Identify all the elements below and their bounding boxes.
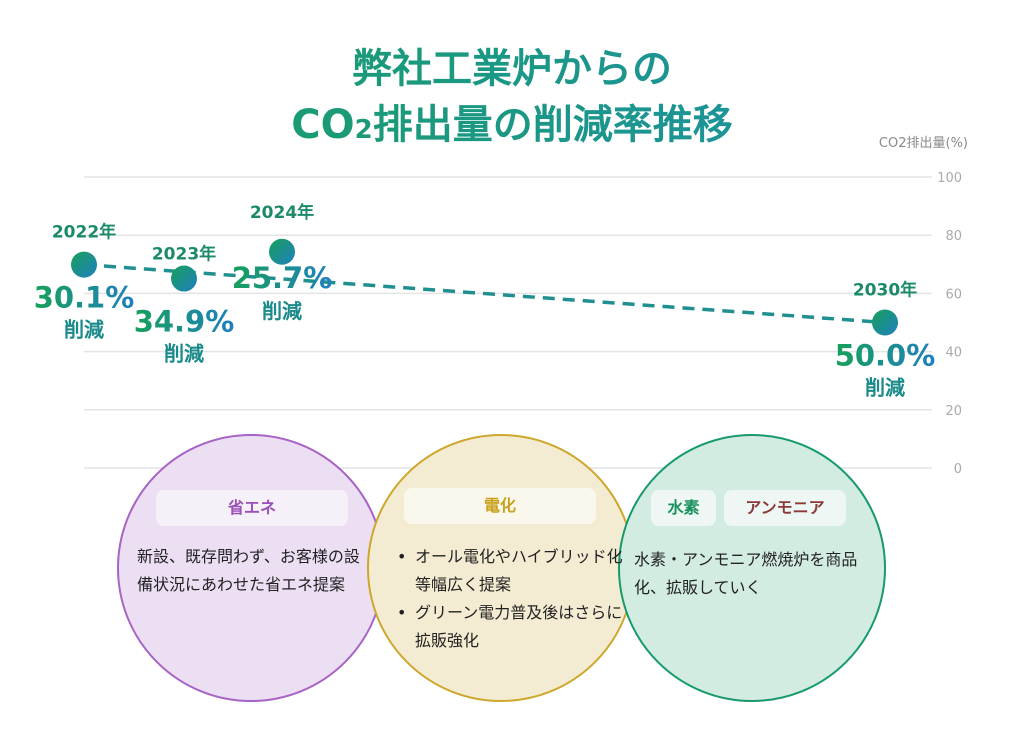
- year-label: 2022年: [52, 222, 116, 243]
- energy-saving-text: 新設、既存問わず、お客様の設備状況にあわせた省エネ提案: [137, 547, 360, 594]
- data-point-marker: [71, 251, 97, 278]
- y-axis-title: CO2排出量(%): [879, 136, 968, 151]
- reduction-percent-label: 34.9%: [134, 305, 235, 339]
- list-item: グリーン電力普及後はさらに拡販強化: [393, 599, 628, 655]
- hydrogen-tag: 水素: [651, 490, 716, 526]
- energy-saving-tag: 省エネ: [156, 490, 348, 526]
- electrification-list: オール電化やハイブリッド化等幅広く提案 グリーン電力普及後はさらに拡販強化: [393, 543, 628, 655]
- y-tick-label: 100: [937, 171, 962, 186]
- data-point-marker: [872, 309, 898, 336]
- ammonia-tag: アンモニア: [724, 490, 846, 526]
- reduction-percent-label: 50.0%: [835, 339, 936, 373]
- reduction-suffix-label: 削減: [865, 376, 905, 400]
- y-tick-label: 80: [945, 229, 962, 244]
- year-label: 2030年: [853, 280, 917, 301]
- trend-line: [83, 262, 886, 325]
- data-point-marker: [269, 238, 295, 265]
- year-label: 2023年: [152, 244, 216, 265]
- page-title-line-1: 弊社工業炉からの: [0, 42, 1024, 96]
- reduction-suffix-label: 削減: [262, 299, 302, 323]
- hydrogen-ammonia-text: 水素・アンモニア燃焼炉を商品化、拡販していく: [634, 550, 858, 597]
- reduction-percent-label: 25.7%: [232, 261, 333, 295]
- y-tick-label: 0: [954, 462, 962, 477]
- y-tick-label: 60: [945, 287, 962, 302]
- reduction-percent-label: 30.1%: [34, 281, 135, 315]
- y-tick-label: 20: [945, 404, 962, 419]
- year-label: 2024年: [250, 202, 314, 223]
- data-point-marker: [171, 265, 197, 292]
- y-tick-label: 40: [945, 346, 962, 361]
- list-item: オール電化やハイブリッド化等幅広く提案: [393, 543, 628, 599]
- reduction-suffix-label: 削減: [64, 318, 104, 342]
- reduction-suffix-label: 削減: [164, 342, 204, 366]
- electrification-tag: 電化: [404, 488, 596, 524]
- energy-saving-circle: [117, 434, 385, 702]
